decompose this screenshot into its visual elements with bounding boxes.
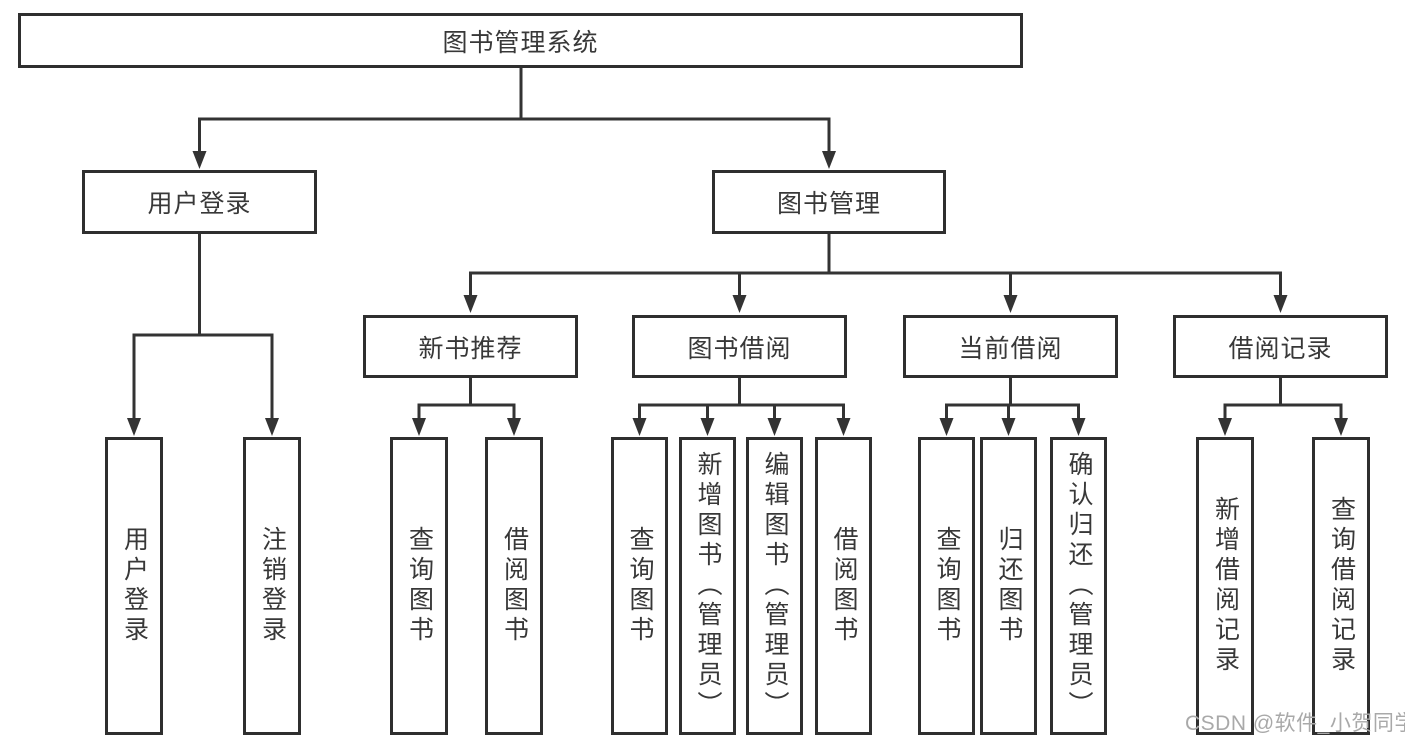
leaf-query-books-recommend: 查询图书	[390, 437, 448, 735]
leaf-query-borrow-record: 查询借阅记录	[1312, 437, 1370, 735]
leaf-edit-book-admin: 编辑图书（管理员）	[746, 437, 803, 735]
node-book-management: 图书管理	[712, 170, 946, 234]
leaf-borrow-books-recommend: 借阅图书	[485, 437, 543, 735]
leaf-add-borrow-record: 新增借阅记录	[1196, 437, 1254, 735]
leaf-query-books-borrow: 查询图书	[611, 437, 668, 735]
node-new-book-recommend: 新书推荐	[363, 315, 578, 378]
leaf-borrow-books-borrow: 借阅图书	[815, 437, 872, 735]
node-borrow-records: 借阅记录	[1173, 315, 1388, 378]
node-current-borrow: 当前借阅	[903, 315, 1118, 378]
node-book-borrow: 图书借阅	[632, 315, 847, 378]
leaf-logout: 注销登录	[243, 437, 301, 735]
node-user-login: 用户登录	[82, 170, 317, 234]
leaf-confirm-return-admin: 确认归还（管理员）	[1050, 437, 1107, 735]
csdn-watermark: CSDN @软件_小贺同学	[1185, 712, 1405, 735]
leaf-return-book: 归还图书	[980, 437, 1037, 735]
node-root-library-system: 图书管理系统	[18, 13, 1023, 68]
leaf-add-book-admin: 新增图书（管理员）	[679, 437, 736, 735]
leaf-user-login: 用户登录	[105, 437, 163, 735]
leaf-query-books-current: 查询图书	[918, 437, 975, 735]
